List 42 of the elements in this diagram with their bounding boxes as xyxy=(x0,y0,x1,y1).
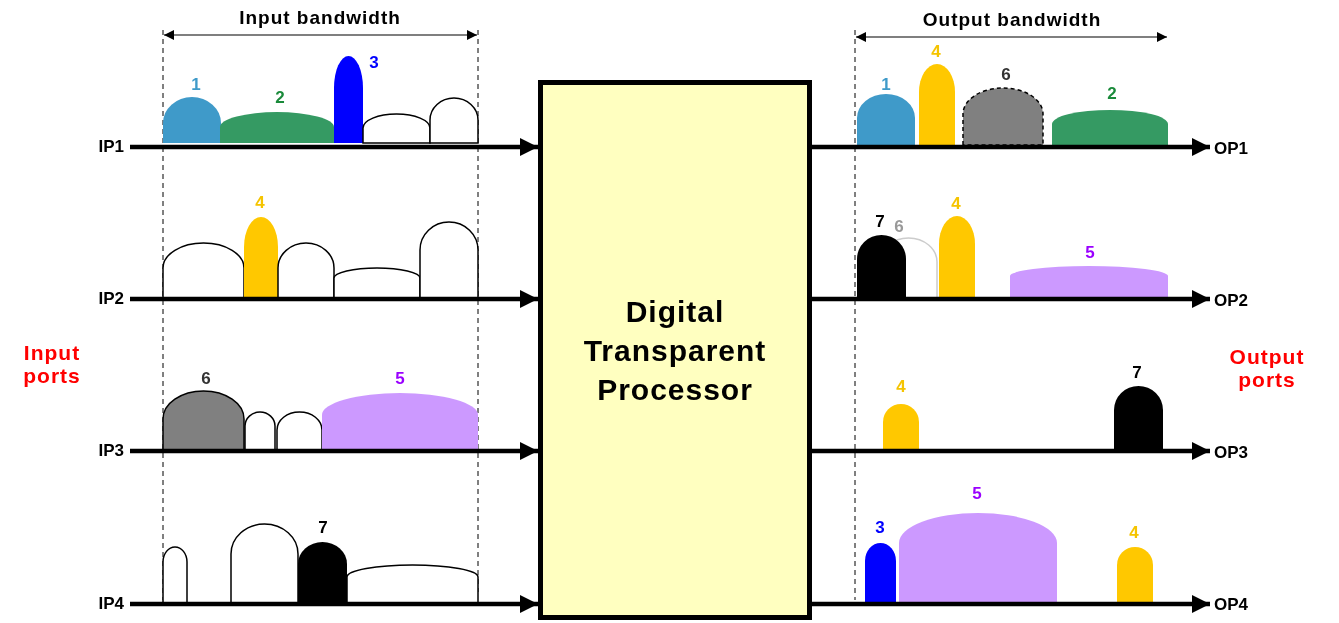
port-label: IP2 xyxy=(98,289,124,309)
carrier-number: 4 xyxy=(1129,523,1139,543)
carrier-number: 2 xyxy=(275,88,285,108)
carrier-number: 6 xyxy=(201,369,211,389)
bandwidth-label: Input bandwidth xyxy=(239,7,401,29)
signal-arrow xyxy=(812,442,1210,460)
signal-arrow xyxy=(130,442,538,460)
carrier-number: 4 xyxy=(255,193,265,213)
bandwidth-label: Output bandwidth xyxy=(922,9,1102,31)
port-label: OP4 xyxy=(1214,595,1249,615)
carrier-number: 3 xyxy=(369,53,379,73)
processor-label: Digital Transparent Processor xyxy=(582,293,768,408)
signal-arrow xyxy=(812,138,1210,156)
port-label: OP3 xyxy=(1214,443,1249,463)
carrier-number: 5 xyxy=(395,369,405,389)
port-label: OP1 xyxy=(1214,139,1249,159)
carrier-number: 4 xyxy=(896,377,906,397)
carrier-number: 7 xyxy=(875,212,885,232)
ports-label: Output ports xyxy=(1228,344,1306,392)
signal-arrow xyxy=(812,595,1210,613)
carrier-number: 2 xyxy=(1107,84,1117,104)
carrier-number: 1 xyxy=(191,75,201,95)
signal-arrow xyxy=(130,290,538,308)
carrier-number: 5 xyxy=(972,484,982,504)
carrier-number: 3 xyxy=(875,518,885,538)
port-label: IP3 xyxy=(98,441,124,461)
carrier-number: 4 xyxy=(951,194,961,214)
carrier-number: 6 xyxy=(1001,65,1011,85)
signal-arrow xyxy=(812,290,1210,308)
port-label: IP4 xyxy=(98,594,124,614)
ports-label: Input ports xyxy=(22,340,82,388)
port-label: OP2 xyxy=(1214,291,1249,311)
carrier-number: 7 xyxy=(318,518,328,538)
carrier-number: 5 xyxy=(1085,243,1095,263)
signal-arrow xyxy=(130,595,538,613)
port-label: IP1 xyxy=(98,137,124,157)
carrier-number: 6 xyxy=(894,217,904,237)
carrier-number: 1 xyxy=(881,75,891,95)
carrier-number: 7 xyxy=(1132,363,1142,383)
processor-box xyxy=(538,80,812,620)
carrier-number: 4 xyxy=(931,42,941,62)
signal-arrow xyxy=(130,138,538,156)
